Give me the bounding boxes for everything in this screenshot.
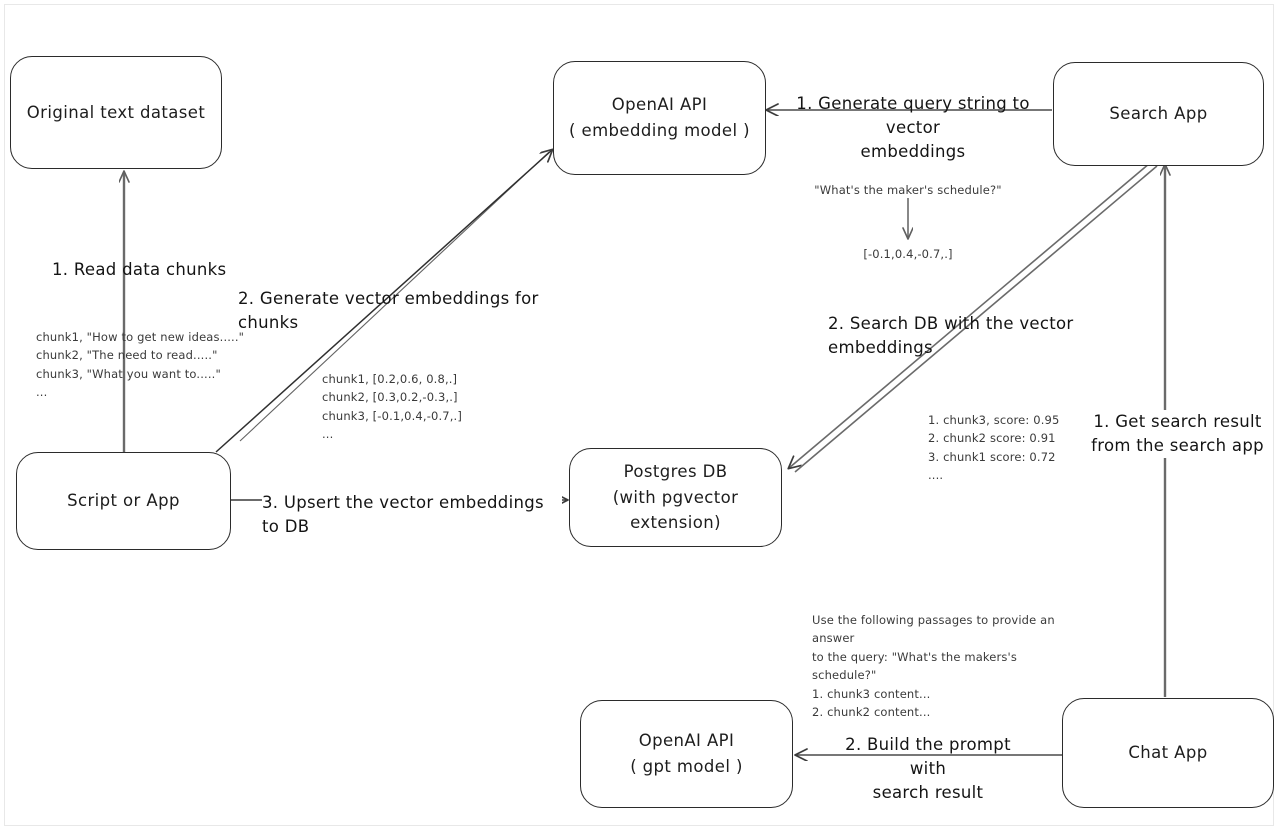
edge-label-get-search-result: 1. Get search result from the search app [1090,410,1265,458]
edge-label-read-data-chunks: 1. Read data chunks [52,260,227,279]
node-search-app[interactable]: Search App [1053,62,1264,166]
node-postgres-db[interactable]: Postgres DB (with pgvector extension) [569,448,782,547]
node-label: Search App [1109,104,1208,124]
node-label: OpenAI API [638,731,735,751]
node-label: Postgres DB [623,462,728,482]
edge-label-generate-embeddings: 2. Generate vector embeddings for chunks [238,289,539,332]
node-script-or-app[interactable]: Script or App [16,452,231,550]
node-openai-api-embedding[interactable]: OpenAI API ( embedding model ) [553,61,766,175]
edge-search-db [789,162,1158,473]
edge-label-upsert-to-db: 3. Upsert the vector embeddings to DB [262,491,562,539]
edge-label-generate-query-embedding: 1. Generate query string to vector embed… [796,94,1030,161]
node-sublabel: ( gpt model ) [630,757,743,776]
note-chunk-vectors: chunk1, [0.2,0.6, 0.8,.] chunk2, [0.3,0.… [322,372,462,442]
node-openai-api-gpt[interactable]: OpenAI API ( gpt model ) [580,700,793,808]
note-prompt-text: Use the following passages to provide an… [812,613,1055,719]
edge-label-search-db: 2. Search DB with the vector embeddings [828,314,1074,357]
note-query-string: "What's the maker's schedule?" [814,183,1002,197]
node-sublabel: (with pgvector extension) [612,487,739,533]
node-label: Chat App [1128,743,1208,763]
edge-generate-embeddings [215,150,552,453]
note-chunks-text: chunk1, "How to get new ideas....." chun… [36,330,245,400]
node-original-text-dataset[interactable]: Original text dataset [10,56,222,169]
note-query-vector: [-0.1,0.4,-0.7,.] [863,247,953,261]
node-label: Script or App [67,491,180,511]
node-label: Original text dataset [26,102,206,122]
node-sublabel: ( embedding model ) [569,121,750,140]
note-search-results: 1. chunk3, score: 0.95 2. chunk2 score: … [928,413,1060,483]
edge-label-build-prompt: 2. Build the prompt with search result [845,735,1011,802]
node-chat-app[interactable]: Chat App [1062,698,1274,808]
node-label: OpenAI API [611,95,708,115]
